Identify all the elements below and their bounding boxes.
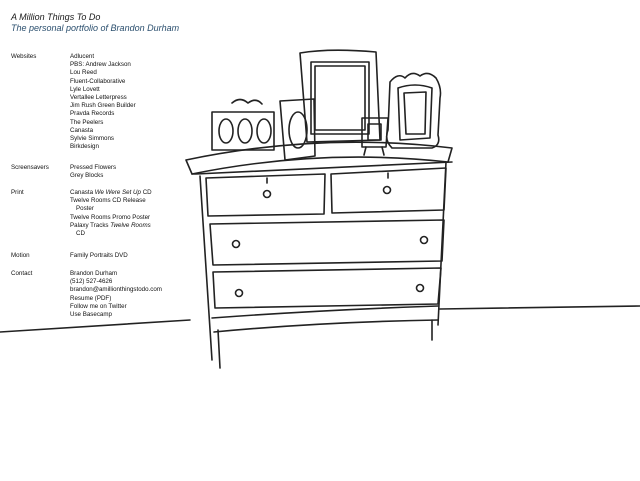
website-link-canasta[interactable]: Canasta bbox=[70, 126, 94, 134]
print-item-title: Twelve Rooms bbox=[110, 221, 151, 229]
print-list: Canasta We Were Set Up CD Twelve Rooms C… bbox=[70, 189, 210, 238]
print-item-lead: Poster bbox=[76, 205, 94, 213]
contact-phone: (512) 527-4626 bbox=[70, 278, 113, 286]
contact-heading: Contact bbox=[11, 270, 33, 277]
oval-portrait-frame bbox=[279, 98, 316, 161]
print-link-palaxy-tracks[interactable]: Palaxy Tracks Twelve Rooms bbox=[70, 222, 210, 230]
screensaver-link-grey-blocks[interactable]: Grey Blocks bbox=[70, 172, 104, 180]
site-subtitle: The personal portfolio of Brandon Durham bbox=[11, 23, 180, 33]
print-link-twelve-rooms-release[interactable]: Twelve Rooms CD Release bbox=[70, 197, 210, 205]
resume-link[interactable]: Resume (PDF) bbox=[70, 294, 112, 302]
motion-link-family-portraits[interactable]: Family Portraits DVD bbox=[70, 252, 128, 259]
website-link-the-peelers[interactable]: The Peelers bbox=[70, 118, 104, 126]
ornate-frame-right bbox=[385, 72, 442, 149]
website-link-pravda-records[interactable]: Pravda Records bbox=[70, 110, 115, 118]
print-item-lead: Twelve Rooms Promo Poster bbox=[70, 213, 151, 221]
small-square-frame bbox=[361, 117, 389, 156]
website-link-birkdesign[interactable]: Birkdesign bbox=[70, 143, 99, 151]
website-link-jim-rush[interactable]: Jim Rush Green Builder bbox=[70, 102, 136, 110]
site-title: A Million Things To Do bbox=[11, 12, 101, 22]
top-left-drawer bbox=[205, 173, 326, 217]
middle-drawer bbox=[209, 219, 445, 266]
print-link-canasta-cd[interactable]: Canasta We Were Set Up CD bbox=[70, 189, 210, 197]
contact-email-link[interactable]: brandon@amillionthingstodo.com bbox=[70, 286, 162, 294]
print-item-lead: Canasta bbox=[70, 189, 95, 196]
print-item-lead: CD bbox=[76, 230, 85, 238]
website-link-vertallee-letterpress[interactable]: Vertallee Letterpress bbox=[70, 94, 127, 102]
screensavers-heading: Screensavers bbox=[11, 164, 49, 171]
websites-heading: Websites bbox=[11, 53, 37, 60]
print-item-tail: CD bbox=[140, 189, 152, 196]
website-link-lou-reed[interactable]: Lou Reed bbox=[70, 69, 97, 77]
print-link-twelve-rooms-promo[interactable]: Twelve Rooms Promo Poster bbox=[70, 214, 210, 222]
screensavers-list: Pressed Flowers Grey Blocks bbox=[70, 164, 210, 180]
print-link-palaxy-tracks-cont[interactable]: CD bbox=[70, 230, 210, 238]
contact-name: Brandon Durham bbox=[70, 270, 118, 277]
print-item-title: We Were Set Up bbox=[94, 189, 141, 196]
website-link-pbs-andrew-jackson[interactable]: PBS: Andrew Jackson bbox=[70, 61, 131, 69]
floor-line bbox=[0, 305, 640, 333]
print-item-lead: Palaxy Tracks bbox=[70, 221, 111, 229]
top-right-drawer bbox=[330, 167, 447, 214]
motion-heading: Motion bbox=[11, 252, 30, 259]
website-link-lyle-lovett[interactable]: Lyle Lovett bbox=[70, 85, 100, 93]
websites-list: Adlucent PBS: Andrew Jackson Lou Reed Fl… bbox=[70, 53, 210, 151]
print-item-lead: Twelve Rooms CD Release bbox=[70, 197, 146, 205]
website-link-sylvie-simmons[interactable]: Sylvie Simmons bbox=[70, 135, 115, 143]
print-link-twelve-rooms-release-cont[interactable]: Poster bbox=[70, 205, 210, 213]
website-link-fluent-collaborative[interactable]: Fluent-Collaborative bbox=[70, 77, 126, 85]
dresser-top bbox=[185, 141, 453, 175]
screensaver-link-pressed-flowers[interactable]: Pressed Flowers bbox=[70, 164, 117, 171]
triple-photo-frame bbox=[211, 98, 275, 151]
bottom-drawer bbox=[212, 267, 442, 309]
basecamp-link[interactable]: Use Basecamp bbox=[70, 311, 112, 319]
twitter-link[interactable]: Follow me on Twitter bbox=[70, 302, 127, 310]
website-link-adlucent[interactable]: Adlucent bbox=[70, 53, 95, 60]
print-heading: Print bbox=[11, 189, 24, 196]
tall-mirror-frame bbox=[299, 49, 381, 143]
motion-list: Family Portraits DVD bbox=[70, 252, 210, 260]
contact-list: Brandon Durham (512) 527-4626 brandon@am… bbox=[70, 270, 210, 319]
